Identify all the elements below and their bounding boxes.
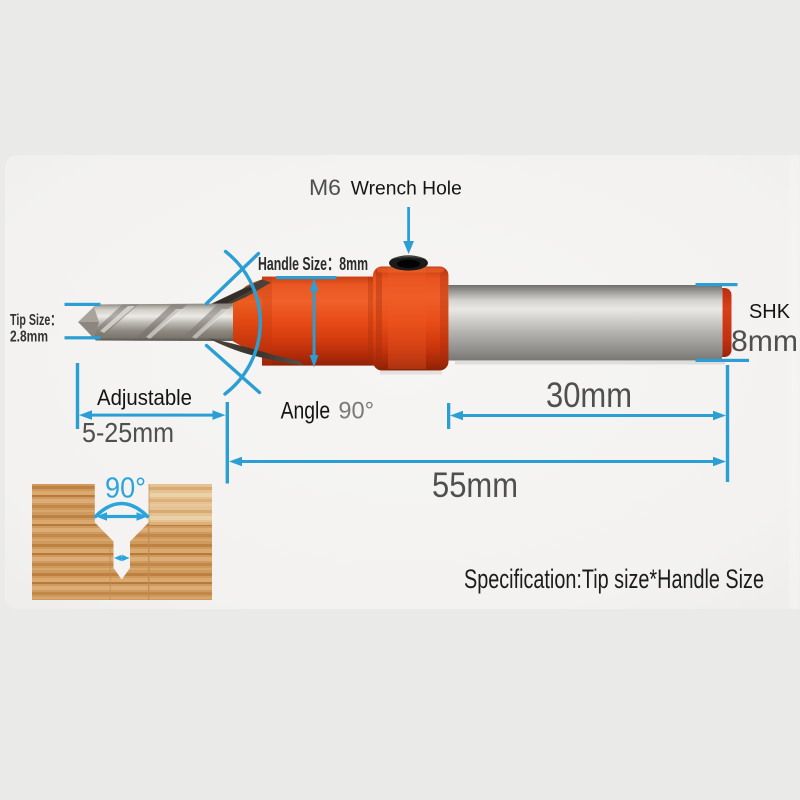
svg-text:SHK: SHK	[749, 301, 791, 323]
svg-text:M6: M6	[309, 175, 341, 200]
svg-text:Wrench Hole: Wrench Hole	[351, 178, 462, 199]
svg-text:8mm: 8mm	[731, 325, 798, 358]
svg-text:5-25mm: 5-25mm	[82, 417, 174, 448]
svg-text:90°: 90°	[338, 398, 374, 425]
svg-text:2.8mm: 2.8mm	[10, 329, 48, 346]
svg-text:Angle: Angle	[281, 398, 331, 425]
svg-text:30mm: 30mm	[546, 376, 632, 415]
svg-text:Tip Size：: Tip Size：	[10, 312, 61, 329]
svg-text:55mm: 55mm	[432, 466, 518, 505]
svg-text:Specification:Tip size*Handle: Specification:Tip size*Handle Size	[464, 564, 764, 594]
svg-text:90°: 90°	[105, 473, 146, 505]
svg-text:Handle Size：8mm: Handle Size：8mm	[258, 253, 368, 274]
svg-text:Adjustable: Adjustable	[97, 385, 192, 410]
